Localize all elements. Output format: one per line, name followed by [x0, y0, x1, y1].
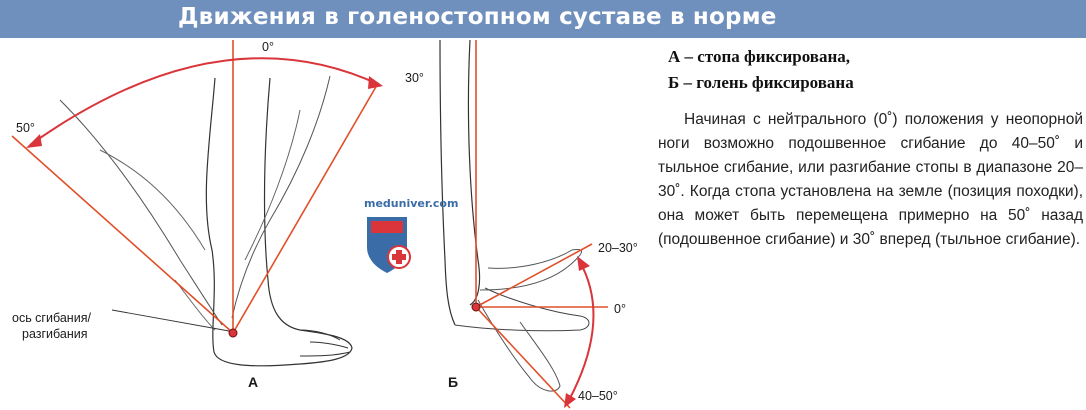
figure-a-toes [300, 330, 350, 356]
figure-b-foot-plantarflexed [478, 300, 560, 391]
legend: А – стопа фиксирована, Б – голень фиксир… [668, 44, 854, 96]
figure-a-30-deg-line [233, 85, 377, 333]
figure-a-standing-leg [206, 78, 352, 366]
description-text: Начиная с нейтрального (0˚) положения у … [658, 108, 1083, 252]
figure-b: 20–30° 0° 40–50° Б [440, 40, 638, 408]
figure-b-label-20-30: 20–30° [598, 241, 638, 255]
axis-label-line2: разгибания [22, 327, 88, 341]
ankle-motion-diagram: 0° 30° 50° ось сгибания/ разгибания А 20… [0, 38, 660, 410]
figure-b-arc-arrow-top [577, 256, 590, 271]
figure-a-label-50: 50° [16, 121, 35, 135]
figure-a-50-deg-line [12, 136, 233, 333]
figure-a-label-0: 0° [262, 40, 274, 54]
legend-line-a: А – стопа фиксирована, [668, 44, 854, 70]
figure-b-40-50-line [476, 307, 570, 408]
header-bar: Движения в голеностопном суставе в норме [0, 0, 1086, 38]
legend-line-b: Б – голень фиксирована [668, 70, 854, 96]
watermark-text: meduniver.com [364, 197, 444, 210]
figure-b-shin-back [440, 40, 455, 325]
figure-a-moving-leg-front [232, 76, 330, 318]
shield-icon [361, 213, 421, 275]
figure-b-20-30-line [476, 244, 592, 307]
figure-a-letter: А [248, 374, 258, 390]
figure-a-arc-arrow-left [26, 134, 42, 148]
figure-b-shin-front [468, 40, 479, 305]
figure-a-motion-arc [30, 58, 380, 145]
figure-b-axis-point [472, 303, 480, 311]
figure-b-foot-dorsiflexed [480, 250, 582, 290]
figure-b-label-0: 0° [614, 302, 626, 316]
figure-a-arc-arrow-right [368, 76, 383, 89]
figure-b-letter: Б [448, 374, 458, 390]
figure-a-moving-leg-back [60, 100, 222, 325]
page-title: Движения в голеностопном суставе в норме [178, 4, 777, 30]
figure-a-label-30: 30° [405, 71, 424, 85]
figure-a-axis-point [229, 329, 237, 337]
axis-label-line1: ось сгибания/ [12, 311, 91, 325]
figure-b-motion-arc [568, 262, 593, 402]
figure-b-arc-arrow-bottom [564, 393, 576, 408]
figure-a-calf [100, 110, 300, 260]
figure-b-label-40-50: 40–50° [578, 389, 618, 403]
